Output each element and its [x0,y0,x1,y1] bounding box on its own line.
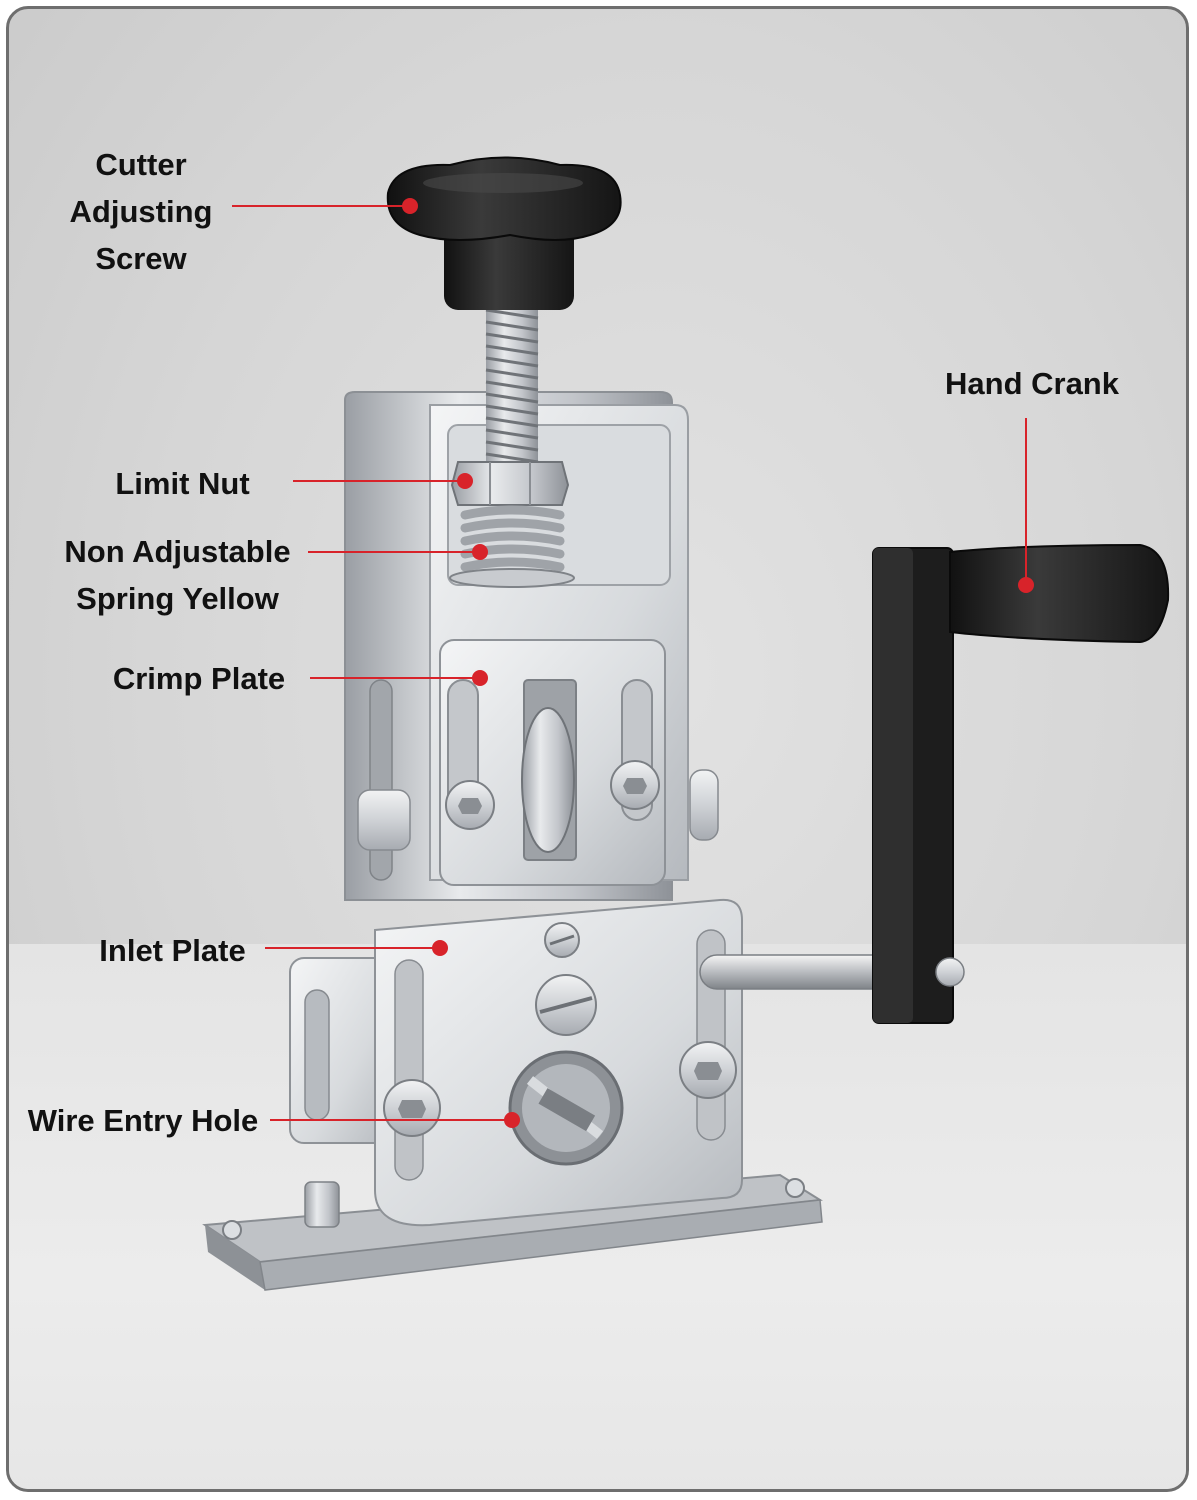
callout-dot-crimp-plate [472,670,488,686]
label-cutter-line2: Adjusting [69,194,213,229]
label-spring-line1: Non Adjustable [64,534,291,569]
label-spring-line2: Spring Yellow [76,581,279,616]
label-wire-entry-hole: Wire Entry Hole [27,1103,259,1138]
cutter-adjusting-knob [386,156,622,310]
callout-dot-wire-entry [504,1112,520,1128]
limit-nut-assembly [450,461,570,506]
callout-dot-hand-crank [1018,577,1034,593]
label-cutter-adjusting-screw: Cutter Adjusting Screw [55,141,227,282]
label-inlet-plate: Inlet Plate [99,933,246,968]
hand-crank [699,543,1170,1024]
callout-dot-limit-nut [457,473,473,489]
spring [449,505,575,588]
callout-dot-spring [472,544,488,560]
threaded-screw [485,300,539,470]
label-cutter-line3: Screw [95,241,187,276]
callout-dots [402,198,1034,1128]
label-limit-nut: Limit Nut [115,466,250,501]
label-cutter-line1: Cutter [95,147,187,182]
label-non-adjustable-spring: Non Adjustable Spring Yellow [45,528,310,622]
callout-dot-cutter [402,198,418,214]
label-hand-crank: Hand Crank [945,366,1119,401]
callout-lines [232,205,1027,1121]
wire-entry-hole [508,1050,624,1166]
callout-dot-inlet-plate [432,940,448,956]
crimp-plate [439,639,666,886]
label-crimp-plate: Crimp Plate [112,661,286,696]
